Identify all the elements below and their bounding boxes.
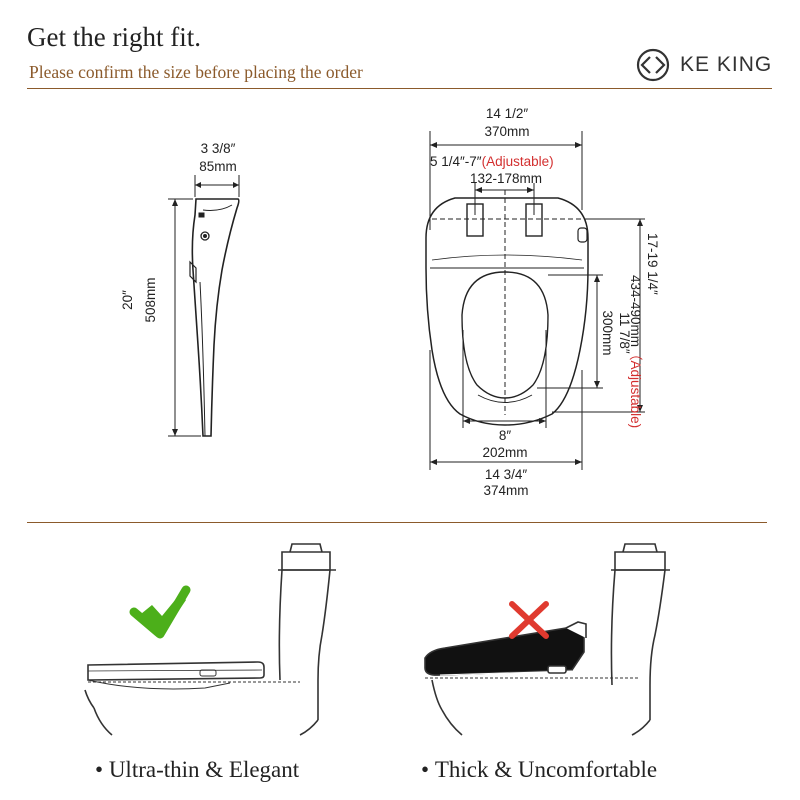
total-length-adjustable-note: （Adjustable) [628,347,643,428]
dimension-drawings: 3 3/8″ 85mm 20″ 508mm [120,106,660,498]
hinge-span-inches: 5 1/4″-7″ [430,154,482,169]
section-divider [27,522,767,523]
side-depth-inches: 3 3/8″ [201,141,236,156]
bad-option-caption: • Thick & Uncomfortable [421,757,657,783]
page-subtitle: Please confirm the size before placing t… [29,62,363,82]
thick-seat-illustration [424,543,670,736]
good-option-label: Ultra-thin & Elegant [108,757,300,782]
side-length-mm: 508mm [143,277,158,322]
check-icon-stroke [129,585,191,639]
overall-width-mm: 370mm [484,124,529,139]
page-title: Get the right fit. [27,22,201,52]
total-length-mm-value: 434-490mm [628,275,643,347]
good-option-caption: • Ultra-thin & Elegant [95,757,299,783]
opening-width-mm: 202mm [482,445,527,460]
hinge-span-mm: 132-178mm [470,171,542,186]
bad-option-label: Thick & Uncomfortable [434,757,658,782]
overall-width-inches: 14 1/2″ [486,106,529,121]
hinge-span-adjustable-note: (Adjustable) [482,154,554,169]
side-depth-mm: 85mm [199,159,237,174]
side-view-drawing [168,175,240,437]
thin-seat-illustration [84,543,336,736]
opening-length-mm: 300mm [600,310,615,355]
total-length-mm: 434-490mm（Adjustable) [628,275,643,428]
total-length-inches: 17-19 1/4″ [645,233,660,295]
brand-logo: KE KING [636,48,776,82]
seat-width-mm: 374mm [483,483,528,498]
bullet-dot: • [95,757,109,782]
opening-width-inches: 8″ [499,428,512,443]
opening-length-inches: 11 7/8″ [617,312,632,354]
hinge-span-label: 5 1/4″-7″(Adjustable) [430,154,554,169]
seat-width-inches: 14 3/4″ [485,467,528,482]
comparison-illustrations [84,543,670,736]
cross-icon [509,601,549,639]
brand-name: KE KING [680,53,773,76]
bullet-dot: • [421,757,435,782]
side-length-inches: 20″ [120,290,135,310]
ke-king-logo-icon [636,48,670,82]
top-view-drawing [425,131,645,470]
header-divider [27,88,772,89]
